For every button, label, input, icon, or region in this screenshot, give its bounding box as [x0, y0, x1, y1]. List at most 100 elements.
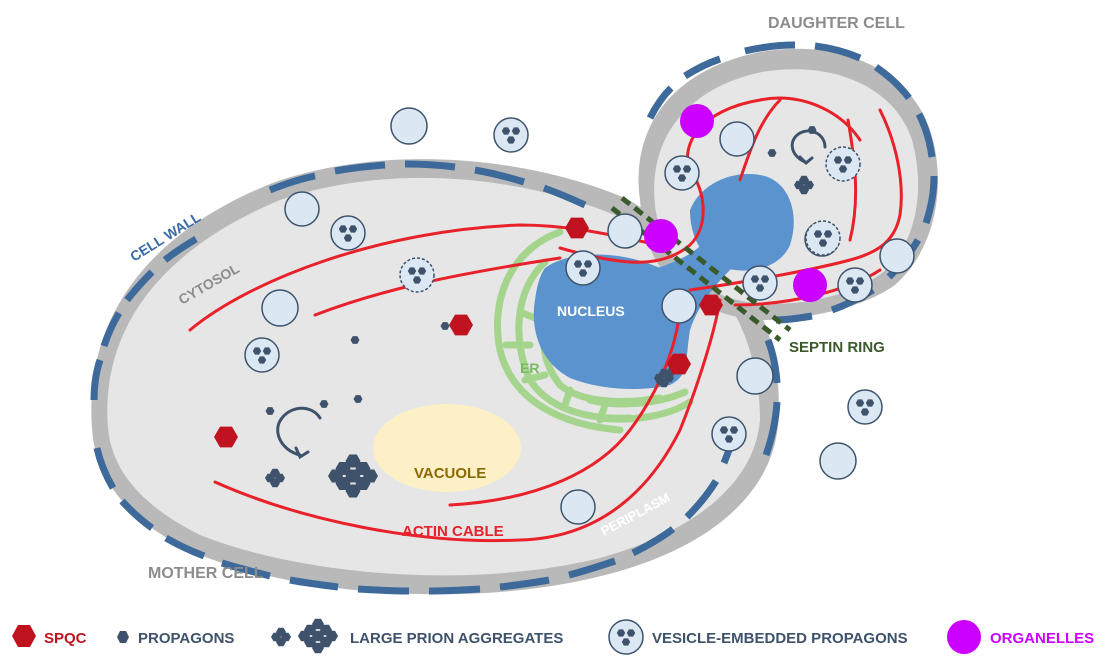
propagon: [343, 234, 353, 242]
legend-large-aggregates-label: LARGE PRION AGGREGATES: [350, 630, 563, 647]
legend-vesicle-propagons-label: VESICLE-EMBEDDED PROPAGONS: [652, 630, 908, 647]
organelle: [680, 104, 714, 138]
vesicle: [607, 213, 643, 249]
large-prion-aggregate: [328, 454, 378, 498]
propagon: [262, 347, 272, 355]
legend-organelles-label: ORGANELLES: [990, 630, 1094, 647]
vesicle: [719, 121, 755, 157]
vesicle: [560, 489, 596, 525]
mother-rotation-arrow: [276, 406, 322, 457]
propagon: [578, 269, 588, 277]
organelle: [644, 219, 678, 253]
propagon: [850, 286, 860, 294]
spqc: [699, 294, 723, 316]
propagon: [407, 267, 417, 275]
propagon: [833, 156, 843, 164]
large-prion-aggregate: [298, 618, 338, 654]
vesicle: [661, 288, 697, 324]
vesicle-embedded-propagon: [664, 155, 700, 191]
propagon: [855, 277, 865, 285]
propagon: [818, 239, 828, 247]
propagon: [338, 225, 348, 233]
vesicle: [284, 191, 320, 227]
vacuole: [373, 404, 521, 492]
propagon: [440, 322, 450, 330]
propagon: [583, 260, 593, 268]
propagon: [855, 399, 865, 407]
legend-large-aggregates: LARGE PRION AGGREGATES: [271, 618, 563, 654]
organelle: [793, 268, 827, 302]
large-prion-aggregates: [265, 175, 814, 498]
endoplasmic-reticulum: [494, 228, 694, 434]
vesicle-embedded-propagon: [244, 337, 280, 373]
propagon: [252, 347, 262, 355]
propagon: [677, 174, 687, 182]
propagon: [823, 230, 833, 238]
vesicle-propagons: [244, 117, 883, 452]
vesicle: [879, 238, 915, 274]
actin-cable-9: [846, 118, 858, 242]
vesicle-embedded-propagon: [565, 250, 601, 286]
vesicle: [390, 107, 428, 145]
label-mother-cell: MOTHER CELL: [148, 565, 264, 582]
spqc-markers: [214, 217, 723, 448]
vesicle: [261, 289, 299, 327]
label-er: ER: [520, 360, 539, 376]
legend-organelle-icon: [947, 620, 981, 654]
legend-spqc-icon: [12, 625, 36, 647]
nucleus-body: [533, 254, 694, 390]
propagon: [760, 275, 770, 283]
propagon: [501, 127, 511, 135]
large-prion-aggregate: [794, 175, 814, 195]
vesicle-embedded-propagon: [742, 265, 778, 301]
actin-cable-8: [738, 98, 782, 182]
propagon: [865, 399, 875, 407]
propagon: [719, 426, 729, 434]
propagon: [511, 127, 521, 135]
propagon: [319, 400, 329, 408]
propagon: [412, 276, 422, 284]
nucleus-bud: [690, 174, 794, 271]
propagon: [843, 156, 853, 164]
vesicle-embedded-propagon: [608, 619, 644, 655]
legend-spqc: SPQC: [12, 625, 87, 647]
spqc: [214, 426, 238, 448]
propagon: [729, 426, 739, 434]
propagon: [724, 435, 734, 443]
vesicle-embedded-propagon: [837, 267, 873, 303]
propagon: [353, 395, 363, 403]
label-actin-cable: ACTIN CABLE: [402, 523, 504, 540]
actin-cable-4: [448, 298, 682, 507]
propagon: [348, 225, 358, 233]
large-prion-aggregate: [654, 368, 674, 388]
label-daughter-cell: DAUGHTER CELL: [768, 15, 905, 32]
legend-propagons-label: PROPAGONS: [138, 630, 234, 647]
propagon: [813, 230, 823, 238]
daughter-rotation-arrow: [790, 129, 827, 164]
propagon: [767, 149, 777, 157]
mother-wall-segments: [90, 160, 781, 595]
propagon: [682, 165, 692, 173]
organelles: [644, 104, 827, 302]
propagon: [265, 407, 275, 415]
propagon: [672, 165, 682, 173]
legend-spqc-label: SPQC: [44, 630, 87, 647]
legend-organelles: ORGANELLES: [947, 620, 1094, 654]
propagon: [845, 277, 855, 285]
propagon: [807, 126, 817, 134]
actin-cable-3: [213, 298, 722, 543]
vesicle-embedded-propagon: [805, 220, 841, 256]
legend-propagons: PROPAGONS: [117, 630, 234, 647]
legend: SPQC PROPAGONS LARGE PRION AGGREGATES VE…: [12, 618, 1094, 655]
vesicle: [819, 442, 857, 480]
legend-propagon-icon: [117, 631, 129, 643]
propagon: [621, 638, 631, 646]
label-vacuole: VACUOLE: [414, 465, 486, 482]
rotation-arrows: [276, 129, 827, 460]
propagon: [838, 165, 848, 173]
propagon: [616, 629, 626, 637]
vesicle-embedded-propagon: [399, 257, 435, 293]
vesicle-embedded-propagon: [847, 389, 883, 425]
propagon: [755, 284, 765, 292]
